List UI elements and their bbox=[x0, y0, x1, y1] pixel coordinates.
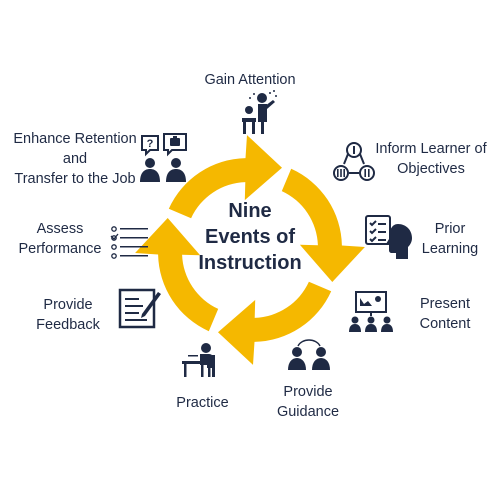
label-line: Enhance Retention bbox=[13, 131, 137, 147]
head-checklist-icon bbox=[365, 215, 412, 259]
cycle-arrow-1 bbox=[168, 135, 282, 219]
event-gain-attention-label: Gain Attention bbox=[190, 70, 310, 90]
label-line: Content bbox=[419, 316, 471, 332]
event-enhance-retention-label: Enhance Retention and Transfer to the Jo… bbox=[0, 129, 150, 189]
cycle-arrow-3 bbox=[218, 281, 332, 365]
label-line: Assess bbox=[36, 221, 84, 237]
two-people-speech-bubbles-icon: ? bbox=[140, 133, 187, 182]
title-line: Events of bbox=[204, 226, 296, 248]
label-line: Inform Learner of bbox=[375, 141, 487, 157]
event-present-content-label: Present Content bbox=[405, 294, 485, 334]
event-practice-label: Practice bbox=[160, 393, 245, 413]
presenter-shouting-icon bbox=[242, 90, 277, 134]
event-provide-feedback-label: Provide Feedback bbox=[28, 295, 108, 335]
label-line: Transfer to the Job bbox=[14, 171, 136, 187]
label-line: Practice bbox=[176, 395, 229, 411]
label-line: Gain Attention bbox=[204, 72, 296, 88]
cycle-arrow-4 bbox=[135, 218, 219, 332]
label-line: Learning bbox=[421, 241, 479, 257]
label-line: and bbox=[62, 151, 88, 167]
event-prior-learning-label: Prior Learning bbox=[410, 219, 490, 259]
svg-text:?: ? bbox=[147, 138, 154, 150]
title-line: Nine bbox=[228, 200, 272, 222]
checklist-lines-icon bbox=[110, 226, 148, 259]
title-line: Instruction bbox=[198, 252, 302, 274]
diagram-title: Nine Events of Instruction bbox=[185, 198, 315, 276]
event-inform-objectives-label: Inform Learner of Objectives bbox=[366, 139, 496, 179]
label-line: Prior bbox=[434, 221, 466, 237]
numbered-steps-cycle-icon bbox=[333, 142, 375, 181]
cycle-arrow-2 bbox=[281, 168, 365, 282]
label-line: Provide bbox=[283, 384, 333, 400]
label-line: Performance bbox=[18, 241, 102, 257]
label-line: Present bbox=[420, 296, 470, 312]
person-at-desk-icon bbox=[182, 343, 215, 377]
label-line: Feedback bbox=[36, 317, 100, 333]
label-line: Guidance bbox=[276, 404, 340, 420]
label-line: Objectives bbox=[397, 161, 465, 177]
label-line: Provide bbox=[43, 297, 93, 313]
presentation-board-audience-icon bbox=[349, 291, 393, 332]
event-provide-guidance-label: Provide Guidance bbox=[258, 382, 358, 422]
notepad-pencil-icon bbox=[118, 288, 161, 329]
event-assess-performance-label: Assess Performance bbox=[10, 219, 110, 259]
two-people-connected-icon bbox=[288, 339, 330, 370]
